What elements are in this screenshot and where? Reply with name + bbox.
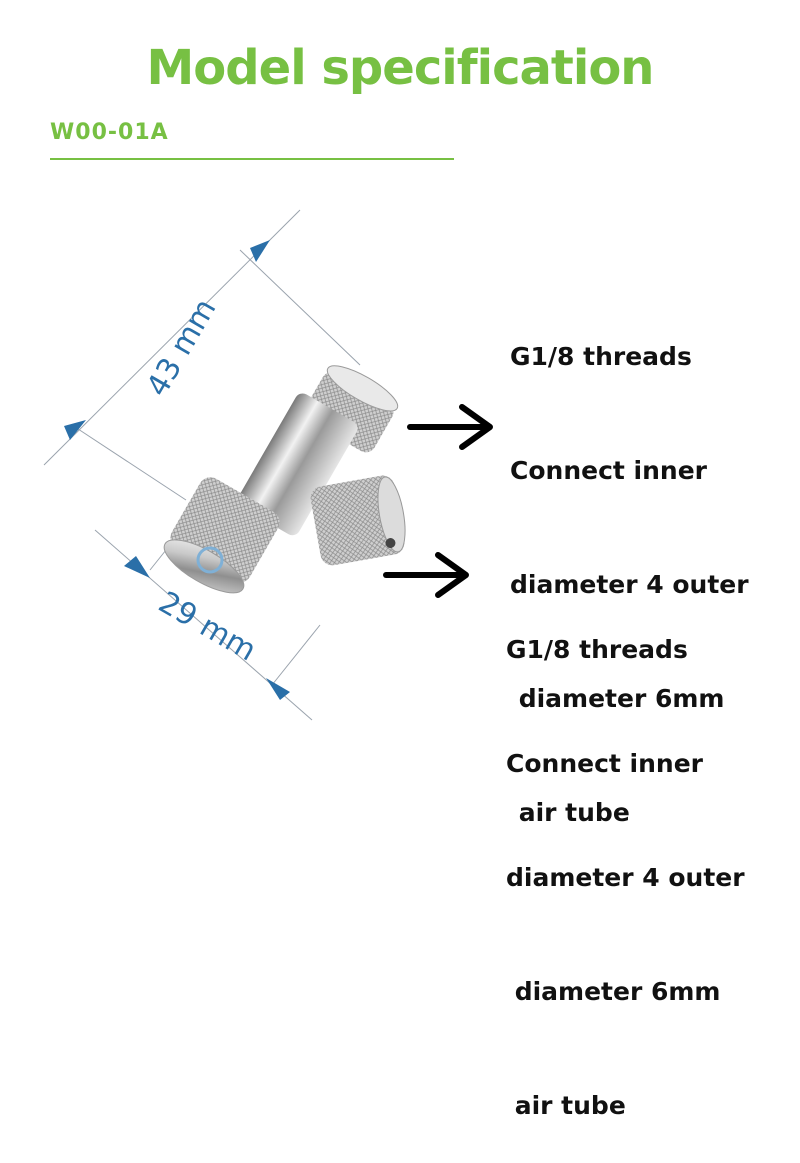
spec-line: G1/8 threads xyxy=(510,342,692,371)
right-arrow-icon xyxy=(407,404,493,450)
model-code: W00-01A xyxy=(50,120,169,145)
spec-line: Connect inner xyxy=(506,749,703,778)
spec-text-bottom: G1/8 threads Connect inner diameter 4 ou… xyxy=(506,555,745,1163)
spec-line: diameter 4 outer xyxy=(506,863,745,892)
spec-line: diameter 4 outer xyxy=(510,570,749,599)
page-title: Model specification xyxy=(146,40,655,96)
spec-line: diameter 6mm xyxy=(506,977,721,1006)
spec-line: diameter 6mm xyxy=(510,684,725,713)
spec-line: air tube xyxy=(506,1091,626,1120)
spec-line: G1/8 threads xyxy=(506,635,688,664)
product-illustration xyxy=(43,209,493,721)
model-underline xyxy=(50,158,454,160)
right-arrow-icon xyxy=(383,552,469,598)
dimension-arrow-29mm xyxy=(124,556,290,700)
spec-line: Connect inner xyxy=(510,456,707,485)
dimension-arrow-43mm xyxy=(64,240,270,440)
valve-product-image xyxy=(163,365,406,594)
